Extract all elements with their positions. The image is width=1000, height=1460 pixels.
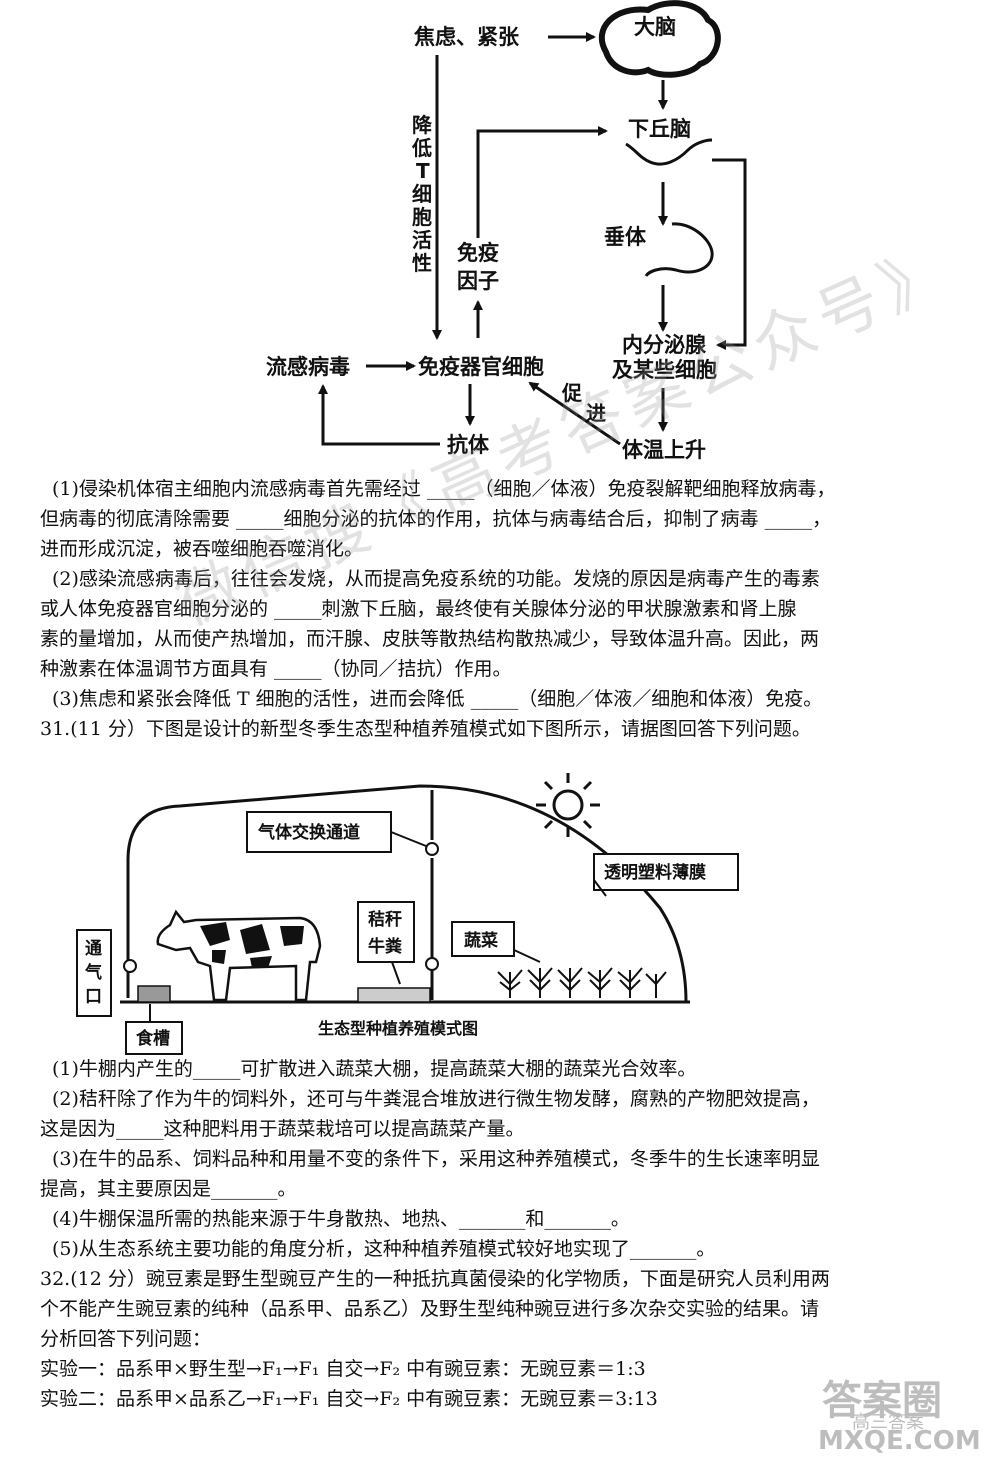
label-endocrine-1: 内分泌腺 bbox=[622, 333, 707, 357]
svg-text:性: 性 bbox=[412, 251, 432, 275]
gas-valve-icon bbox=[425, 842, 439, 856]
site-logo: 答案圈 高三答案 MXQE.COM bbox=[812, 1368, 992, 1456]
question-30-text: (1)侵染机体宿主细胞内流感病毒首先需经过 _____（细胞／体液）免疫裂解靶细… bbox=[40, 474, 988, 744]
hypothalamus-icon bbox=[625, 138, 713, 166]
question-31-32-text: (1)牛棚内产生的_____可扩散进入蔬菜大棚，提高蔬菜大棚的蔬菜光合效率。 (… bbox=[40, 1054, 988, 1414]
svg-text:促: 促 bbox=[561, 381, 583, 405]
q31-line: 提高，其主要原因是_______。 bbox=[40, 1178, 297, 1200]
label-immune-organ: 免疫器官细胞 bbox=[418, 355, 544, 379]
label-immune-factor-2: 因子 bbox=[457, 269, 499, 293]
q31-line: (1)牛棚内产生的_____可扩散进入蔬菜大棚，提高蔬菜大棚的蔬菜光合效率。 bbox=[52, 1058, 697, 1080]
q31-line: 这是因为_____这种肥料用于蔬菜栽培可以提高蔬菜产量。 bbox=[40, 1118, 525, 1140]
film-box bbox=[593, 853, 739, 891]
q30-line: (3)焦虑和紧张会降低 T 细胞的活性，进而会降低 _____（细胞／体液／细胞… bbox=[52, 688, 823, 710]
cow-icon bbox=[156, 909, 322, 1002]
svg-text:T: T bbox=[416, 159, 430, 183]
q31-heading: 31.(11 分）下图是设计的新型冬季生态型种植养殖模式如下图所示，请据图回答下… bbox=[40, 718, 811, 740]
greenhouse-diagram: 气体交换通道 透明塑料薄膜 秸秆 牛粪 蔬菜 通 气 口 食槽 生态型种植养殖模… bbox=[76, 773, 739, 1055]
svg-text:活: 活 bbox=[412, 228, 432, 252]
brain-icon bbox=[598, 0, 721, 78]
q30-line: 进而形成沉淀，被吞噬细胞吞噬消化。 bbox=[40, 538, 364, 560]
label-anxiety: 焦虑、紧张 bbox=[413, 25, 520, 49]
q31-line: (5)从生态系统主要功能的角度分析，这种种植养殖模式较好地实现了_______。 bbox=[52, 1238, 716, 1260]
label-brain: 大脑 bbox=[634, 15, 676, 39]
q31-line: (4)牛棚保温所需的热能来源于牛身散热、地热、_______和_______。 bbox=[52, 1208, 630, 1230]
straw-pile bbox=[357, 987, 431, 1003]
arrow-factor-hypothalamus bbox=[476, 126, 608, 238]
q30-line: 或人体免疫器官细胞分泌的 _____刺激下丘脑，最终使有关腺体分泌的甲状腺激素和… bbox=[40, 598, 797, 620]
label-antibody: 抗体 bbox=[447, 433, 490, 457]
svg-text:细: 细 bbox=[412, 182, 432, 206]
vegetable-plants bbox=[497, 967, 667, 998]
label-immune-factor-1: 免疫 bbox=[457, 241, 499, 265]
straw-label-1: 秸秆 bbox=[368, 909, 402, 930]
vent-box bbox=[76, 929, 112, 1017]
label-reduce-t: 降 低 T 细 胞 活 性 bbox=[411, 113, 433, 275]
q32-line: 分析回答下列问题： bbox=[40, 1328, 212, 1350]
label-hypothalamus: 下丘脑 bbox=[628, 117, 691, 141]
straw-label-2: 牛粪 bbox=[368, 936, 402, 957]
q32-line: 个不能产生豌豆素的纯种（品系甲、品系乙）及野生型纯种豌豆进行多次杂交实验的结果。… bbox=[40, 1298, 820, 1320]
greenhouse-outline bbox=[126, 784, 688, 1003]
arrow-antibody-virus bbox=[318, 384, 440, 446]
q30-line: 素的量增加，从而使产热增加，而汗腺、皮肤等散热结构散热减少，导致体温升高。因此，… bbox=[40, 628, 820, 650]
vegetable-box bbox=[451, 921, 515, 957]
q30-line: 但病毒的彻底清除需要 _____细胞分泌的抗体的作用，抗体与病毒结合后，抑制了病… bbox=[40, 508, 832, 530]
arrow-promote bbox=[528, 381, 621, 446]
trough-label: 食槽 bbox=[136, 1028, 170, 1049]
label-virus: 流感病毒 bbox=[266, 355, 350, 379]
vent-icon bbox=[123, 959, 137, 973]
svg-text:降: 降 bbox=[412, 113, 433, 137]
q30-line: (1)侵染机体宿主细胞内流感病毒首先需经过 _____（细胞／体液）免疫裂解靶细… bbox=[52, 478, 836, 500]
sun-icon bbox=[536, 773, 600, 837]
straw-box bbox=[357, 901, 415, 963]
q30-line: (2)感染流感病毒后，往往会发烧，从而提高免疫系统的功能。发烧的原因是病毒产生的… bbox=[52, 568, 820, 590]
gas-channel-box bbox=[246, 811, 392, 853]
greenhouse-caption: 生态型种植养殖模式图 bbox=[318, 1019, 478, 1038]
q32-heading: 32.(12 分）豌豆素是野生型豌豆产生的一种抵抗真菌侵染的化学物质，下面是研究… bbox=[40, 1268, 830, 1290]
label-endocrine-2: 及某些细胞 bbox=[612, 358, 717, 382]
pituitary-icon bbox=[644, 222, 714, 277]
vent-label-1: 通 bbox=[85, 939, 102, 959]
feed-trough bbox=[137, 985, 171, 1003]
vent-label-2: 气 bbox=[84, 962, 102, 983]
label-temperature: 体温上升 bbox=[622, 438, 706, 462]
vent-label-3: 口 bbox=[85, 987, 102, 1007]
lower-valve-icon bbox=[425, 957, 439, 971]
experiment-2: 实验二：品系甲×品系乙→F₁→F₁ 自交→F₂ 中有豌豆素：无豌豆素＝3:13 bbox=[40, 1388, 658, 1410]
label-promote: 促 进 bbox=[561, 381, 606, 425]
logo-top-text: 答案圈 bbox=[822, 1378, 942, 1424]
q30-line: 种激素在体温调节方面具有 _____（协同／拮抗）作用。 bbox=[40, 658, 512, 680]
trough-box bbox=[125, 1021, 183, 1055]
immune-regulation-diagram: 焦虑、紧张 大脑 下丘脑 垂体 内分泌腺 及某些细胞 体温上升 流感病毒 免疫器… bbox=[266, 0, 747, 462]
experiment-1: 实验一：品系甲×野生型→F₁→F₁ 自交→F₂ 中有豌豆素：无豌豆素＝1:3 bbox=[40, 1358, 646, 1380]
arrow-hypothalamus-endocrine bbox=[712, 158, 747, 350]
q31-line: (2)秸秆除了作为牛的饲料外，还可与牛粪混合堆放进行微生物发酵，腐熟的产物肥效提… bbox=[52, 1088, 820, 1110]
svg-text:胞: 胞 bbox=[412, 205, 432, 229]
svg-text:进: 进 bbox=[586, 401, 606, 425]
gas-channel-label: 气体交换通道 bbox=[257, 822, 360, 843]
logo-mid-text: 高三答案 bbox=[852, 1412, 924, 1433]
q31-line: (3)在牛的品系、饲料品种和用量不变的条件下，采用这种养殖模式，冬季牛的生长速率… bbox=[52, 1148, 820, 1170]
vegetable-label: 蔬菜 bbox=[464, 931, 499, 951]
logo-url-text: MXQE.COM bbox=[818, 1426, 981, 1456]
film-label: 透明塑料薄膜 bbox=[604, 862, 706, 883]
svg-text:低: 低 bbox=[411, 136, 432, 160]
label-pituitary: 垂体 bbox=[604, 225, 647, 249]
